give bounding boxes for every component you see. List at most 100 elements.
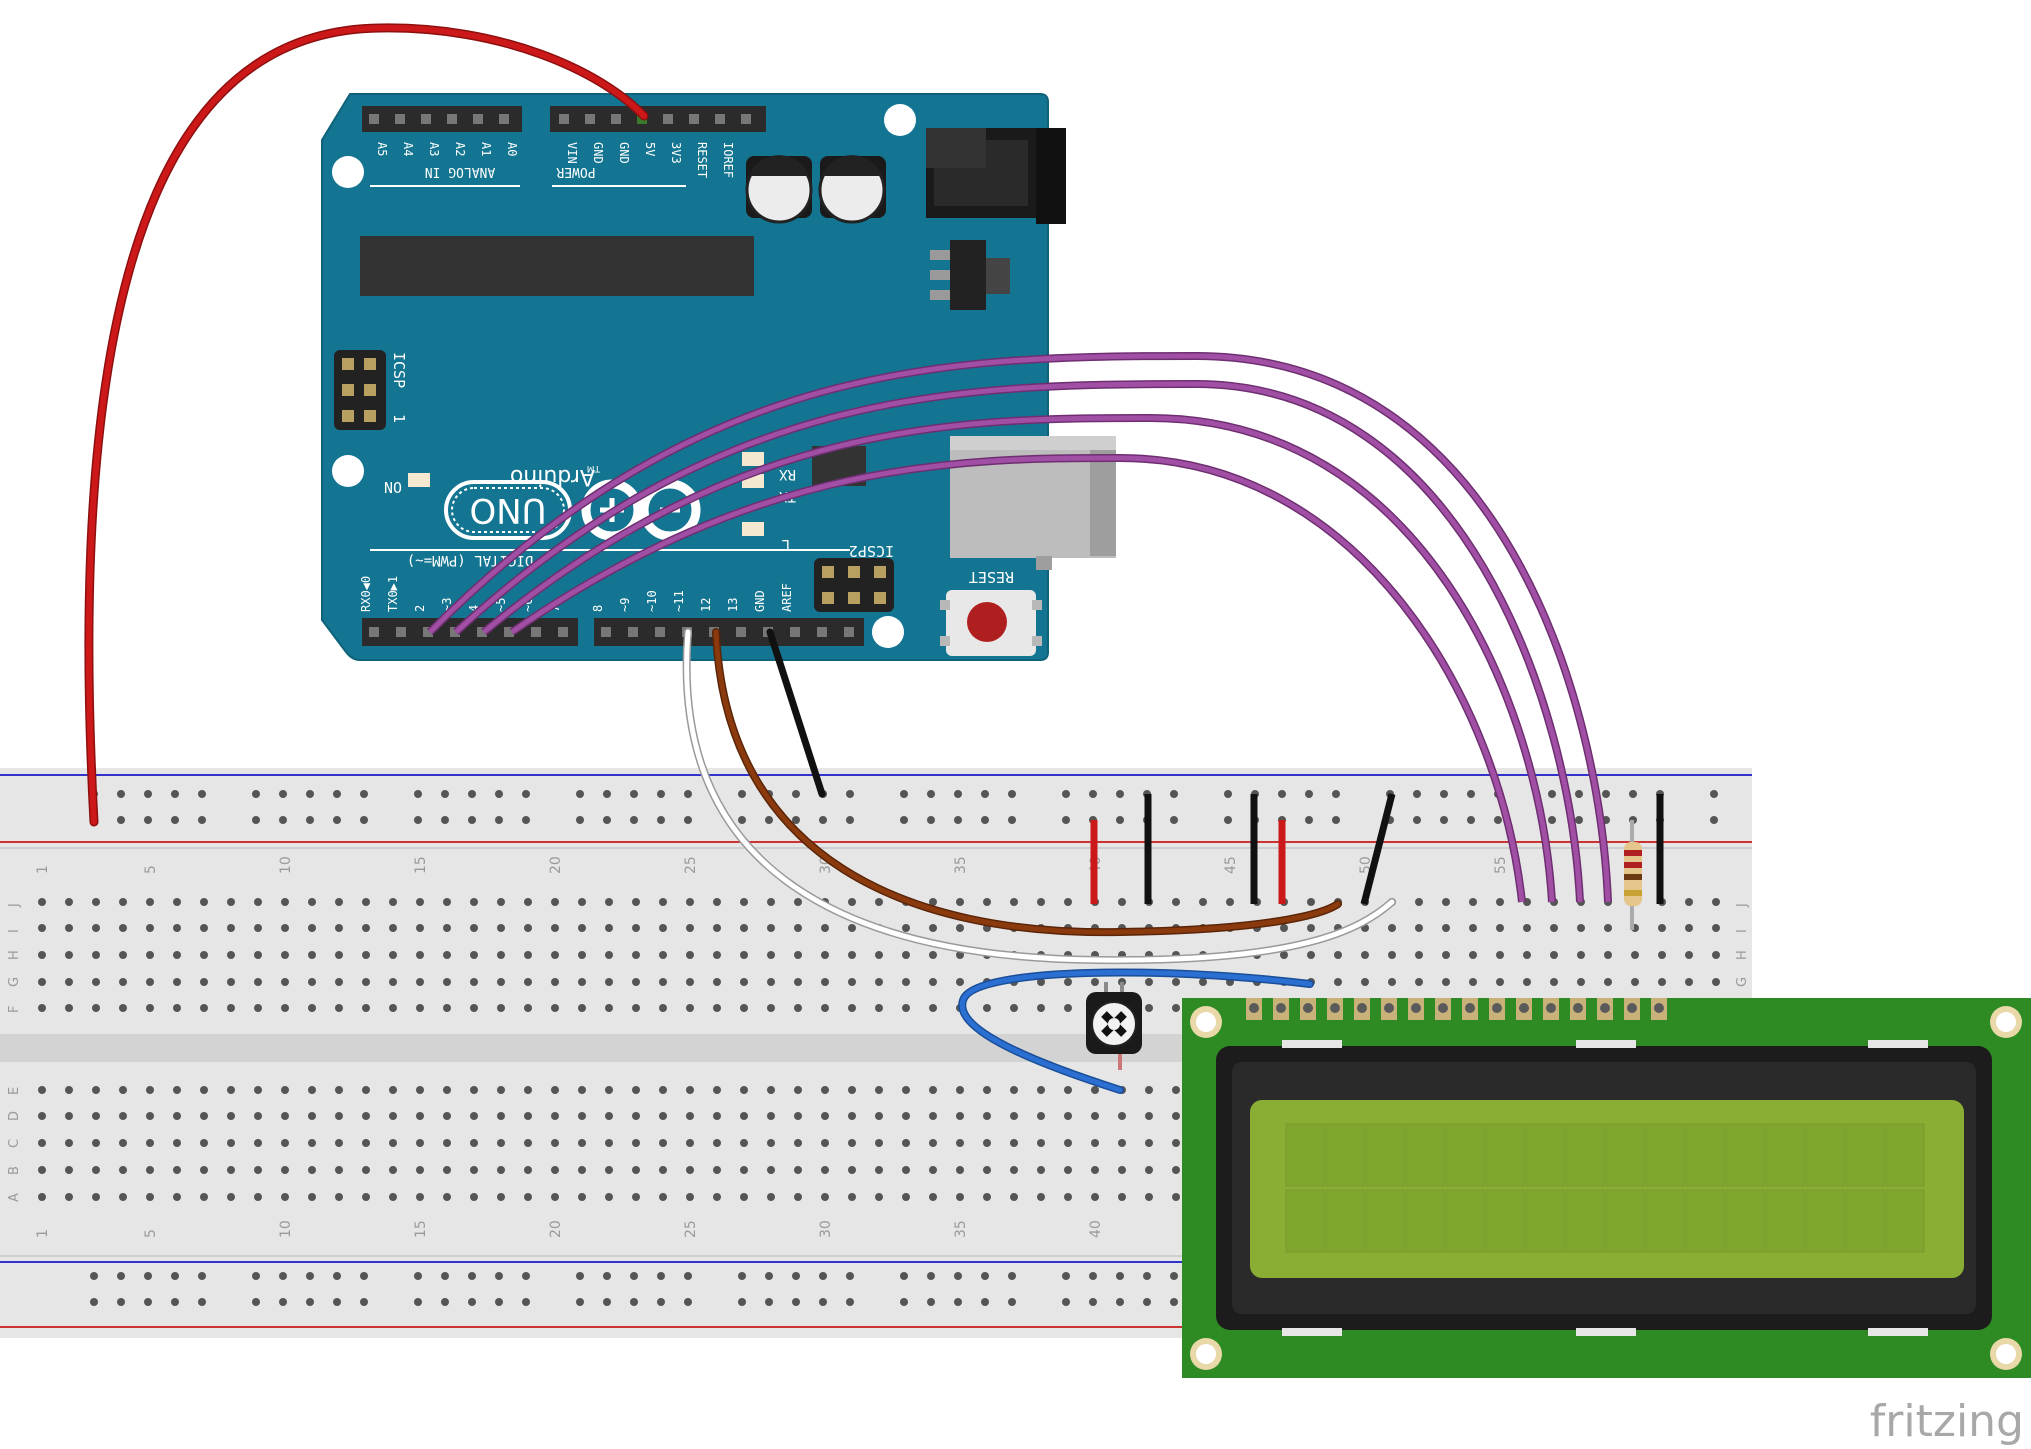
breadboard-hole <box>335 1086 343 1094</box>
header-pin <box>395 114 405 124</box>
breadboard-hole <box>1577 951 1585 959</box>
breadboard-hole <box>119 1139 127 1147</box>
breadboard-hole <box>767 1112 775 1120</box>
lcd-character-cell <box>1605 1123 1645 1187</box>
breadboard-hole <box>254 978 262 986</box>
breadboard-rail-hole <box>1413 790 1421 798</box>
breadboard-rail-hole <box>279 790 287 798</box>
breadboard-hole <box>875 1139 883 1147</box>
breadboard-hole <box>335 1166 343 1174</box>
breadboard-rail-hole <box>441 790 449 798</box>
header-pin <box>663 114 673 124</box>
rx-label: RX <box>779 466 796 482</box>
breadboard-rail-hole <box>90 1298 98 1306</box>
breadboard-hole <box>497 951 505 959</box>
breadboard-hole <box>632 1112 640 1120</box>
lcd-character-cell <box>1405 1123 1445 1187</box>
header-pin <box>790 627 800 637</box>
breadboard-hole <box>1172 1086 1180 1094</box>
digital-pin-label: 4 <box>467 605 481 612</box>
breadboard-hole <box>362 1166 370 1174</box>
lcd-character-cell <box>1845 1189 1885 1253</box>
breadboard-hole <box>362 951 370 959</box>
breadboard-hole <box>1172 898 1180 906</box>
breadboard-rail-hole <box>117 790 125 798</box>
row-letter: J <box>7 903 22 908</box>
breadboard-hole <box>794 1112 802 1120</box>
column-number: 25 <box>683 856 699 874</box>
breadboard-hole <box>956 1193 964 1201</box>
power-jack <box>926 128 1066 224</box>
breadboard-rail-hole <box>738 1272 746 1280</box>
digital-pin-label: ~5 <box>494 598 508 612</box>
fritzing-watermark: fritzing <box>1870 1396 2024 1447</box>
breadboard-hole <box>686 1166 694 1174</box>
breadboard-hole <box>875 1086 883 1094</box>
breadboard-hole <box>1307 924 1315 932</box>
breadboard-hole <box>524 978 532 986</box>
breadboard-hole <box>713 1086 721 1094</box>
lcd-header-pin-hole <box>1438 1003 1448 1013</box>
breadboard-hole <box>1361 978 1369 986</box>
breadboard-hole <box>848 1004 856 1012</box>
lcd-clip-top-right <box>1868 1040 1928 1048</box>
lcd-character-cell <box>1645 1123 1685 1187</box>
breadboard-hole <box>389 951 397 959</box>
breadboard-hole <box>902 1166 910 1174</box>
breadboard-hole <box>281 1166 289 1174</box>
breadboard-hole <box>1658 978 1666 986</box>
breadboard-hole <box>1550 924 1558 932</box>
breadboard-hole <box>956 1112 964 1120</box>
breadboard-hole <box>92 1004 100 1012</box>
breadboard-rail-hole <box>306 816 314 824</box>
breadboard-hole <box>1685 978 1693 986</box>
breadboard-rail-hole <box>1170 790 1178 798</box>
breadboard-hole <box>659 1086 667 1094</box>
breadboard-hole <box>524 1004 532 1012</box>
breadboard-rail-hole <box>846 790 854 798</box>
breadboard-hole <box>902 1086 910 1094</box>
row-letter: F <box>7 1006 22 1013</box>
digital-pin-label: ~11 <box>672 590 686 612</box>
breadboard-hole <box>173 951 181 959</box>
power-pin-label: 5V <box>643 142 657 156</box>
breadboard-rail-hole <box>765 816 773 824</box>
breadboard-rail-hole <box>1062 790 1070 798</box>
lcd-header-pin-hole <box>1249 1003 1259 1013</box>
breadboard-hole <box>767 951 775 959</box>
header-pin <box>844 627 854 637</box>
column-number: 35 <box>953 1220 969 1238</box>
breadboard-hole <box>416 1086 424 1094</box>
breadboard-hole <box>848 978 856 986</box>
breadboard-hole <box>1604 951 1612 959</box>
breadboard-hole <box>686 1004 694 1012</box>
breadboard-rail-hole <box>1116 790 1124 798</box>
breadboard-hole <box>848 1086 856 1094</box>
breadboard-hole <box>929 951 937 959</box>
breadboard-hole <box>632 898 640 906</box>
breadboard-hole <box>308 951 316 959</box>
breadboard-rail-hole <box>1089 790 1097 798</box>
lcd-clip-bottom-mid <box>1576 1328 1636 1336</box>
lcd-character-cell <box>1485 1189 1525 1253</box>
breadboard-hole <box>389 1193 397 1201</box>
lcd-header-pin-hole <box>1303 1003 1313 1013</box>
breadboard-rail-hole <box>279 816 287 824</box>
breadboard-hole <box>281 951 289 959</box>
breadboard-hole <box>281 924 289 932</box>
breadboard-hole <box>1415 924 1423 932</box>
breadboard-hole <box>578 1086 586 1094</box>
breadboard-hole <box>470 924 478 932</box>
breadboard-hole <box>1469 924 1477 932</box>
column-number: 20 <box>548 1220 564 1238</box>
breadboard-hole <box>794 1139 802 1147</box>
l-label: L <box>782 536 790 552</box>
breadboard-hole <box>821 1004 829 1012</box>
lcd-mount-hole-inner <box>1996 1344 2016 1364</box>
breadboard-rail-hole <box>819 1298 827 1306</box>
breadboard-hole <box>1010 1166 1018 1174</box>
breadboard-hole <box>227 978 235 986</box>
breadboard-rail-hole <box>1305 790 1313 798</box>
breadboard-rail-hole <box>306 1298 314 1306</box>
breadboard-hole <box>1118 1193 1126 1201</box>
